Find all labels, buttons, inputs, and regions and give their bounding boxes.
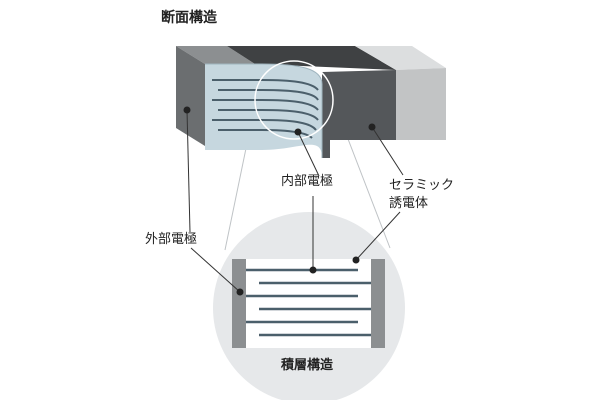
ceramic-dielectric-label: セラミック 誘電体: [389, 177, 454, 213]
ceramic-label-line1: セラミック: [389, 178, 455, 193]
ceramic-label-line2: 誘電体: [389, 196, 429, 211]
left-electrode-top: [176, 46, 255, 64]
leader-lines: [186, 109, 404, 293]
diagram-title: 断面構造: [161, 10, 217, 26]
laminate-structure-label: 積層構造: [281, 358, 334, 373]
external-electrode-label: 外部電極: [145, 232, 198, 247]
internal-electrode-label: 内部電極: [281, 174, 334, 189]
body-front: [322, 70, 396, 158]
leader-markers: [183, 106, 376, 296]
left-electrode-front: [176, 46, 205, 146]
right-cap-front: [396, 68, 446, 140]
detail-electrode-lines: [246, 268, 371, 337]
right-cap-top: [355, 46, 446, 70]
detail-left-electrode: [232, 259, 246, 348]
cut-face-edge: [205, 63, 323, 158]
magnifier-circle: [254, 60, 334, 140]
detail-dielectric: [246, 259, 371, 348]
detail-right-electrode: [371, 259, 385, 348]
